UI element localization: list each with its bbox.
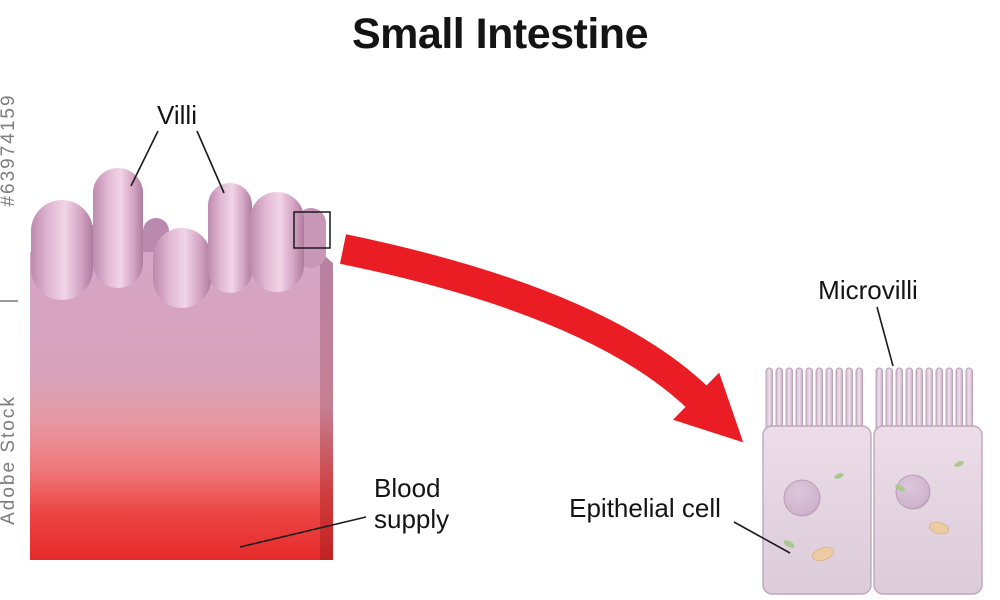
microvilli-label: Microvilli [818, 275, 918, 305]
epithelial-cell-left [762, 425, 872, 595]
villus-finger [250, 192, 304, 292]
cell-nucleus [783, 479, 821, 517]
watermark-brand-text: Adobe Stock [0, 395, 19, 525]
cell-organelle [834, 473, 844, 479]
villus-finger [208, 183, 252, 293]
cell-organelle [928, 521, 950, 535]
villi-label: Villi [157, 100, 197, 130]
microvilli-pointer-line [876, 306, 894, 367]
zoom-arrow [339, 234, 744, 443]
epithelial-cell-pointer-line [733, 521, 791, 554]
epithelial-cell-label: Epithelial cell [569, 493, 721, 523]
blood-supply-label-line1: Blood [374, 473, 441, 503]
tissue-block-side [320, 252, 333, 560]
villus-finger [31, 200, 93, 300]
pointer-lines [130, 130, 894, 554]
watermark-separator: | [0, 297, 19, 304]
page-title: Small Intestine [352, 10, 648, 58]
villus-finger [153, 228, 211, 308]
villi-pointer-line-right [196, 130, 225, 194]
epithelial-cell-illustration [762, 367, 983, 595]
zoom-region-box [293, 211, 331, 249]
cell-organelle [783, 540, 795, 548]
cell-organelle [812, 547, 834, 561]
cell-organelle [895, 484, 905, 492]
microvilli-group [765, 367, 973, 433]
cell-organelle [954, 460, 964, 468]
epithelial-cell-right [873, 425, 983, 595]
watermark: #63974159 | Adobe Stock [0, 93, 19, 524]
villus-finger [93, 168, 143, 288]
blood-supply-label-line2: supply [374, 504, 449, 534]
watermark-id-text: #63974159 [0, 93, 19, 206]
cell-nucleus [895, 474, 931, 510]
villi-illustration [30, 168, 333, 560]
villi-pointer-line-left [130, 130, 159, 187]
blood-supply-pointer-line [239, 516, 367, 548]
